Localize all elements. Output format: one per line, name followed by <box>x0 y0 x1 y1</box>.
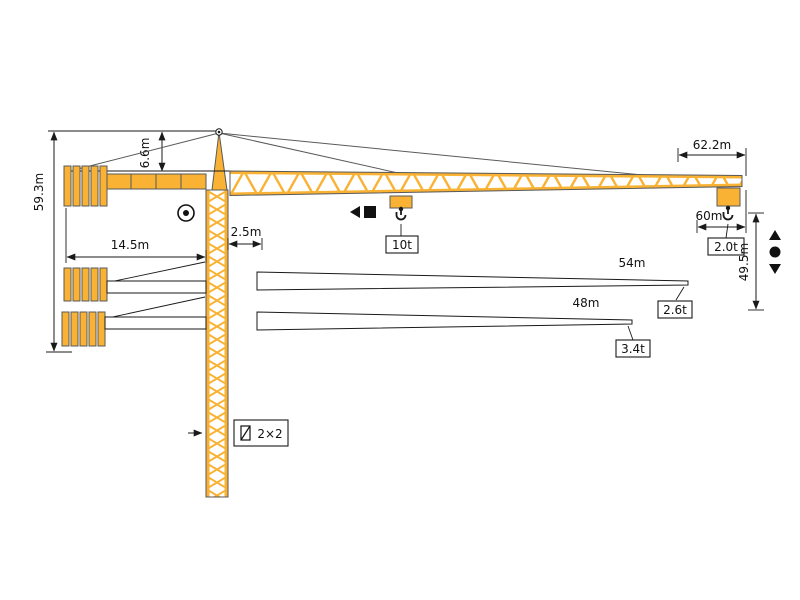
ballast-2-tie <box>107 296 206 319</box>
trolley-arrow-left-icon <box>350 206 360 218</box>
dim-overall-jib-length: 62.2m <box>677 138 747 176</box>
ballast-option-1 <box>63 261 207 302</box>
mast-lattice <box>206 190 228 497</box>
jib-48m-length-label: 48m <box>573 296 600 310</box>
leader-2-0t <box>725 223 729 239</box>
trolley-travel-symbol-icon <box>350 206 376 218</box>
leader-2-6t <box>675 286 685 301</box>
tower-mast <box>205 189 229 498</box>
tie-ropes <box>77 132 643 176</box>
reeving-label: 2×2 <box>257 427 282 441</box>
dim-total-height: 59.3m <box>32 130 217 353</box>
rope-falls-icon <box>240 425 251 441</box>
tip-hook-icon <box>722 208 734 221</box>
ballast-1-beam <box>106 280 207 294</box>
tip-block <box>716 187 741 207</box>
max-capacity-label: 10t <box>392 238 412 252</box>
dim-max-radius: 60m <box>696 190 747 233</box>
jib-option-54m: 54m 2.6t <box>256 256 693 319</box>
hoist-dot-icon <box>769 246 781 258</box>
tower-head-spike <box>211 131 228 191</box>
dim-hook-height: 49.5m <box>737 212 764 311</box>
max-capacity-box <box>385 235 419 254</box>
jib-tie-rope-outer <box>218 132 643 176</box>
dim-jib-offset: 2.5m <box>227 225 263 250</box>
mast-outline <box>205 189 229 498</box>
hook-icon <box>395 209 407 221</box>
hoist-down-arrow-icon <box>769 264 781 274</box>
jib-48m-capacity-label: 3.4t <box>621 342 645 356</box>
tip-capacity-box <box>707 237 745 256</box>
counter-jib <box>64 170 230 190</box>
jib-outline <box>229 170 743 197</box>
jib-bottom-chord <box>229 183 743 196</box>
ballast-1-tie <box>109 261 206 283</box>
tower-head-height-label: 6.6m <box>138 138 152 169</box>
max-capacity-callout: 10t <box>385 235 419 254</box>
overall-jib-length-label: 62.2m <box>693 138 731 152</box>
jib-48m-capacity-box <box>615 339 651 358</box>
dim-tower-head-height: 6.6m <box>138 131 166 172</box>
jib-tie-rope-inner <box>218 132 399 174</box>
ballast-option-2 <box>61 296 207 347</box>
hoist-up-arrow-icon <box>769 230 781 240</box>
tip-capacity-callout: 2.0t <box>707 237 745 256</box>
jib-54m-capacity-box <box>657 300 693 319</box>
trolley-square-icon <box>364 206 376 218</box>
tip-capacity-label: 2.0t <box>714 240 738 254</box>
reeving-callout: 2×2 <box>188 419 289 447</box>
hoist-symbol-icon <box>769 230 781 274</box>
ballast-2-beam <box>104 316 207 330</box>
hook-height-label: 49.5m <box>737 243 751 281</box>
tower-head <box>211 128 228 191</box>
jib-54m-length-label: 54m <box>619 256 646 270</box>
trolley-hook-assembly <box>389 195 413 236</box>
dim-counterjib-radius: 14.5m <box>65 208 207 263</box>
reeving-box <box>233 419 289 447</box>
main-jib <box>229 170 743 197</box>
counterweight-block <box>63 165 108 207</box>
jib-54m-outline <box>256 271 689 291</box>
leader-3-4t <box>627 325 634 341</box>
counterjib-tie-rope <box>77 132 220 170</box>
trolley-block <box>389 195 413 209</box>
jib-54m-capacity-label: 2.6t <box>663 303 687 317</box>
jib-option-48m: 48m 3.4t <box>256 296 651 358</box>
jib-48m-outline <box>256 311 633 331</box>
total-height-label: 59.3m <box>32 173 46 211</box>
jib-tip-assembly <box>716 187 741 239</box>
jib-top-chord <box>229 171 743 179</box>
slewing-symbol-icon <box>177 204 195 222</box>
head-pulley-pin-icon <box>217 130 221 134</box>
jib-offset-label: 2.5m <box>231 225 262 239</box>
max-radius-label: 60m <box>696 209 723 223</box>
counterjib-radius-label: 14.5m <box>111 238 149 252</box>
